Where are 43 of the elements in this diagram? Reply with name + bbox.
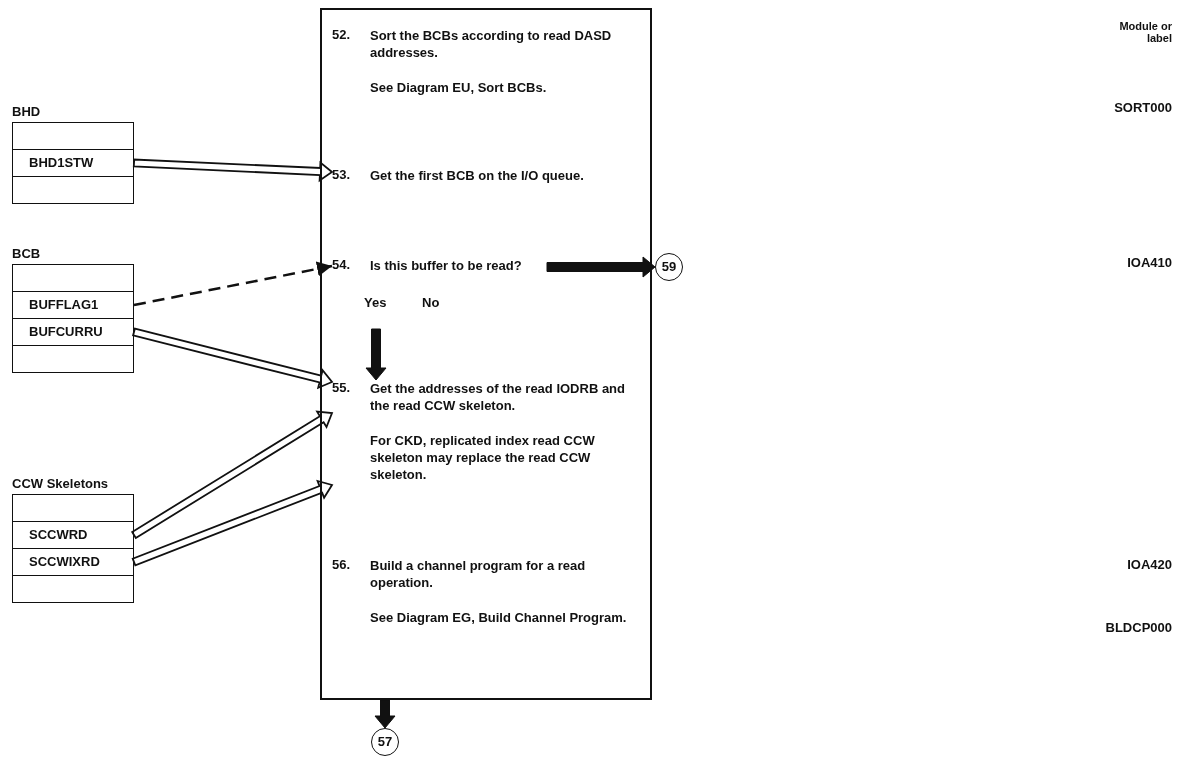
module-label: IOA420 <box>1127 557 1172 572</box>
step-number: 53. <box>332 167 351 182</box>
empty-cell <box>12 345 134 373</box>
step-text: See Diagram EU, Sort BCBs. <box>370 79 548 96</box>
field-cell: SCCWRD <box>12 521 134 549</box>
step-number: 56. <box>332 557 351 572</box>
module-label: SORT000 <box>1114 100 1172 115</box>
branch-label: Yes <box>364 295 387 310</box>
table-heading: BHD <box>12 104 41 119</box>
step-text: Sort the BCBs according to read DASD addresses. <box>370 27 613 61</box>
empty-cell <box>12 176 134 204</box>
step-text: Build a channel program for a read operation. <box>370 557 587 591</box>
step-text: For CKD, replicated index read CCW skeleton may replace the read CCW skeleton. <box>370 432 596 483</box>
empty-cell <box>12 264 134 292</box>
step-number: 54. <box>332 257 351 272</box>
hollow-arrow <box>130 410 334 540</box>
hollow-arrow <box>132 327 334 390</box>
process-box <box>320 8 652 700</box>
column-heading: Module or label <box>1118 20 1172 44</box>
step-number: 52. <box>332 27 351 42</box>
step-text: Is this buffer to be read? <box>370 257 523 274</box>
step-text: See Diagram EG, Build Channel Program. <box>370 609 628 626</box>
module-label: BLDCP000 <box>1105 620 1172 635</box>
step-text: Get the first BCB on the I/O queue. <box>370 167 585 184</box>
solid-arrow <box>374 699 396 729</box>
field-cell: BHD1STW <box>12 149 134 177</box>
hollow-arrow <box>132 158 334 183</box>
field-cell: BUFCURRU <box>12 318 134 346</box>
table-heading: CCW Skeletons <box>12 476 109 491</box>
hollow-arrow <box>131 479 334 567</box>
empty-cell <box>12 575 134 603</box>
branch-label: No <box>422 295 440 310</box>
solid-arrow <box>365 328 387 381</box>
empty-cell <box>12 122 134 150</box>
step-text: Get the addresses of the read IODRB and the read CCW skeleton. <box>370 380 626 414</box>
empty-cell <box>12 494 134 522</box>
table-heading: BCB <box>12 246 41 261</box>
dashed-arrow <box>133 261 333 307</box>
field-cell: SCCWIXRD <box>12 548 134 576</box>
module-label: IOA410 <box>1127 255 1172 270</box>
solid-arrow <box>546 256 656 278</box>
step-number: 55. <box>332 380 351 395</box>
field-cell: BUFFLAG1 <box>12 291 134 319</box>
